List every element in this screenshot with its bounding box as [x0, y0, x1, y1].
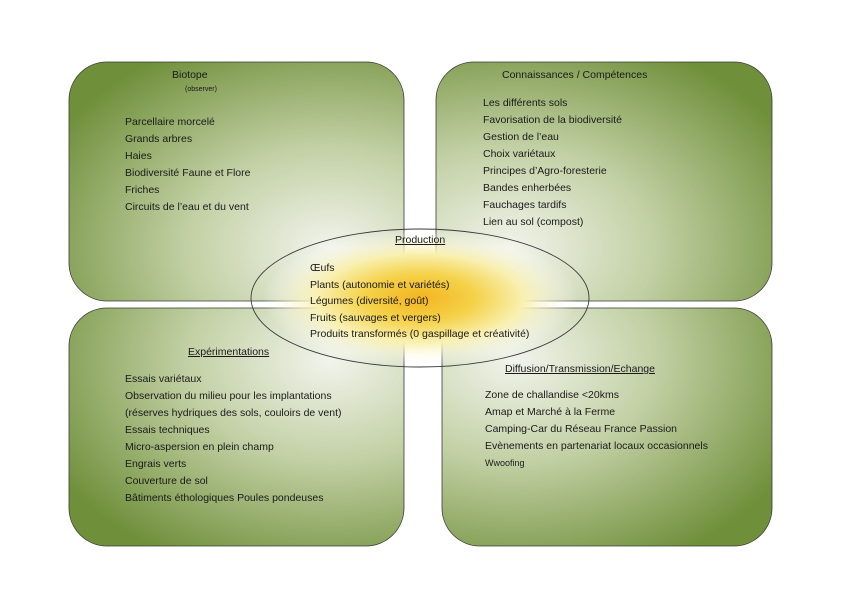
- list-item: Engrais verts: [125, 458, 187, 470]
- list-item: Couverture de sol: [125, 475, 208, 487]
- list-item: Gestion de l’eau: [483, 131, 559, 143]
- experimentations-items: Essais variétaux Observation du milieu p…: [125, 371, 342, 507]
- list-item: Plants (autonomie et variétés): [310, 278, 450, 291]
- list-item: Produits transformés (0 gaspillage et cr…: [310, 328, 530, 340]
- list-item: Wwoofing: [485, 458, 525, 468]
- list-item: Essais variétaux: [125, 373, 202, 385]
- list-item: Choix variétaux: [483, 148, 556, 160]
- list-item: Œufs: [310, 262, 335, 274]
- list-item: Favorisation de la biodiversité: [483, 114, 622, 126]
- production-glow: [262, 230, 578, 366]
- list-item: Observation du milieu pour les implantat…: [125, 390, 332, 402]
- production-ellipse: [250, 228, 590, 368]
- list-item: Lien au sol (compost): [483, 216, 584, 228]
- biotope-items: Parcellaire morcelé Grands arbres Haies …: [125, 114, 250, 216]
- connaissances-items: Les différents sols Favorisation de la b…: [483, 95, 622, 231]
- list-item: Evènements en partenariat locaux occasio…: [485, 440, 708, 452]
- list-item: Haies: [125, 150, 152, 162]
- list-item: Bâtiments éthologiques Poules pondeuses: [125, 492, 324, 504]
- list-item: Principes d’Agro-foresterie: [483, 165, 607, 177]
- list-item: Parcellaire morcelé: [125, 116, 215, 128]
- list-item: Amap et Marché à la Ferme: [485, 406, 616, 418]
- list-item: Essais techniques: [125, 424, 210, 436]
- list-item: Légumes (diversité, goût): [310, 295, 429, 307]
- diffusion-items: Zone de challandise <20kms Amap et March…: [485, 387, 708, 472]
- list-item: Grands arbres: [125, 133, 193, 145]
- connaissances-title: Connaissances / Compétences: [502, 69, 648, 81]
- list-item: Fruits (sauvages et vergers): [310, 311, 441, 324]
- list-item: Micro-aspersion en plein champ: [125, 441, 274, 453]
- list-item: Bandes enherbées: [483, 182, 572, 194]
- list-item: Zone de challandise <20kms: [485, 389, 619, 401]
- connaissances-panel: [435, 61, 773, 302]
- diffusion-title: Diffusion/Transmission/Echange: [505, 363, 655, 375]
- production-title: Production: [395, 234, 446, 246]
- biotope-subtitle: (observer): [185, 86, 217, 93]
- diffusion-panel: [441, 307, 773, 547]
- list-item: Biodiversité Faune et Flore: [125, 167, 251, 179]
- biotope-panel: [68, 61, 405, 302]
- list-item: Les différents sols: [483, 97, 568, 109]
- list-item: Friches: [125, 184, 160, 196]
- production-items: Œufs Plants (autonomie et variétés) Légu…: [310, 260, 529, 343]
- list-item: Circuits de l’eau et du vent: [125, 201, 249, 213]
- list-item: (réserves hydriques des sols, couloirs d…: [125, 407, 342, 419]
- list-item: Fauchages tardifs: [483, 199, 567, 211]
- list-item: Camping-Car du Réseau France Passion: [485, 423, 678, 435]
- experimentations-title: Expérimentations: [188, 346, 270, 358]
- experimentations-panel: [68, 307, 405, 547]
- biotope-title: Biotope: [172, 69, 208, 81]
